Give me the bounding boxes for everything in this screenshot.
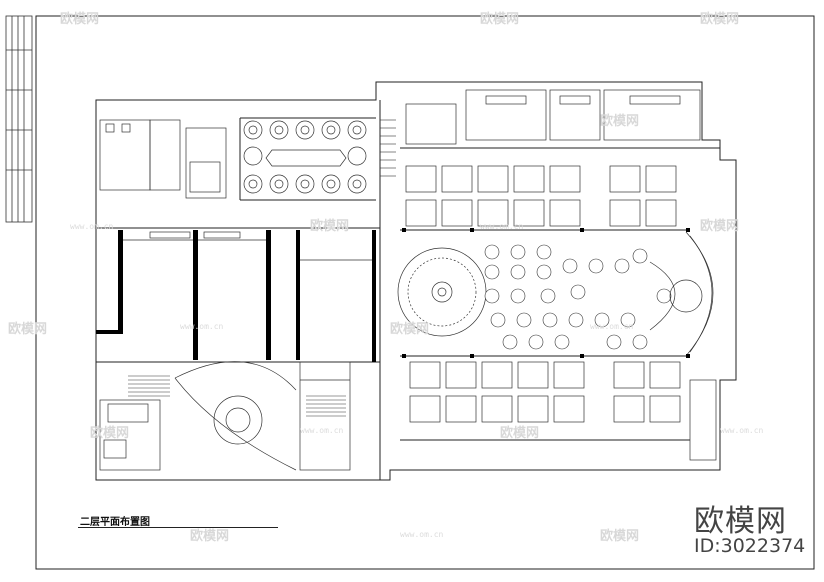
brand-logo: 欧模网: [694, 504, 787, 539]
watermark-url: www.om.cn: [480, 222, 524, 231]
watermark-logo: 欧模网: [700, 12, 740, 27]
watermark-logo: 欧模网: [500, 426, 540, 441]
watermark-logo: 欧模网: [310, 219, 350, 234]
watermark-url: www.om.cn: [70, 222, 114, 231]
lounge-area: [99, 361, 351, 471]
watermark-url: www.om.cn: [180, 322, 224, 331]
dining-tables: [484, 244, 672, 350]
watermark-url: www.om.cn: [300, 426, 344, 435]
thick-walls: [96, 230, 376, 362]
drawing-border-outer: [35, 15, 815, 570]
brand-id: ID:3022374: [694, 535, 806, 557]
watermark-url: www.om.cn: [720, 426, 764, 435]
stage-area: [649, 231, 717, 461]
drawing-title: 二层平面布置图: [80, 517, 150, 528]
office-rooms: [99, 119, 227, 199]
middle-rooms: [123, 231, 372, 261]
watermark-url: www.om.cn: [400, 530, 444, 539]
stairs: [128, 119, 396, 417]
booth-seating: [405, 165, 681, 423]
watermark-logo: 欧模网: [90, 426, 130, 441]
watermark-logo: 欧模网: [600, 529, 640, 544]
building-outline: [95, 81, 737, 481]
watermark-logo: 欧模网: [390, 322, 430, 337]
private-rooms-top: [405, 89, 701, 145]
watermark-logo: 欧模网: [8, 322, 48, 337]
watermark-logo: 欧模网: [60, 12, 100, 27]
columns: [402, 228, 690, 358]
watermark-url: www.om.cn: [590, 322, 634, 331]
watermark-logo: 欧模网: [190, 529, 230, 544]
tea-seating-area: [243, 120, 367, 194]
title-underline: [78, 527, 278, 528]
watermark-logo: 欧模网: [600, 114, 640, 129]
binding-margin: [5, 15, 33, 223]
watermark-logo: 欧模网: [480, 12, 520, 27]
watermark-logo: 欧模网: [700, 219, 740, 234]
